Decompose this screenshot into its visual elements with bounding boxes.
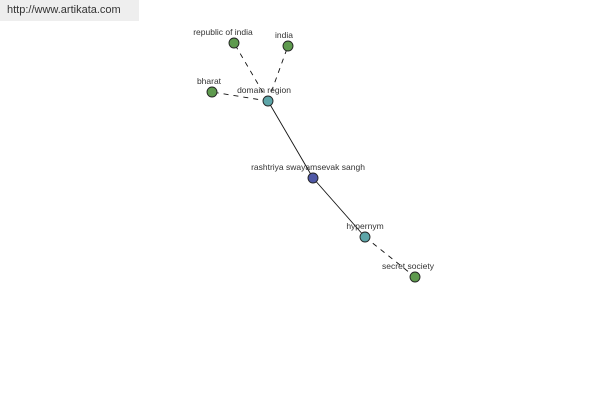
edges-layer [211, 42, 416, 278]
edge-center-to-domain-region [267, 100, 314, 179]
node-republic-of-india[interactable] [228, 37, 240, 49]
node-label-domain-region: domain region [237, 85, 291, 95]
node-secret-society[interactable] [409, 271, 421, 283]
node-label-india: india [275, 30, 293, 40]
edge-center-to-hypernym [312, 177, 366, 238]
watermark-url: http://www.artikata.com [0, 0, 139, 21]
node-domain-region[interactable] [262, 95, 274, 107]
node-label-bharat: bharat [197, 76, 222, 86]
edge-domain-region-to-republic-of-india [233, 42, 269, 102]
labels-layer: rashtriya swayamsevak sangh domain region… [193, 27, 435, 271]
node-label-republic-of-india: republic of india [193, 27, 253, 37]
node-label-center: rashtriya swayamsevak sangh [251, 162, 365, 172]
node-label-hypernym: hypernym [346, 221, 383, 231]
node-label-secret-society: secret society [382, 261, 435, 271]
node-center[interactable] [307, 172, 319, 184]
node-hypernym[interactable] [359, 231, 371, 243]
edge-hypernym-to-secret-society [364, 236, 416, 278]
node-india[interactable] [282, 40, 294, 52]
node-bharat[interactable] [206, 86, 218, 98]
nodes-layer [206, 37, 421, 283]
